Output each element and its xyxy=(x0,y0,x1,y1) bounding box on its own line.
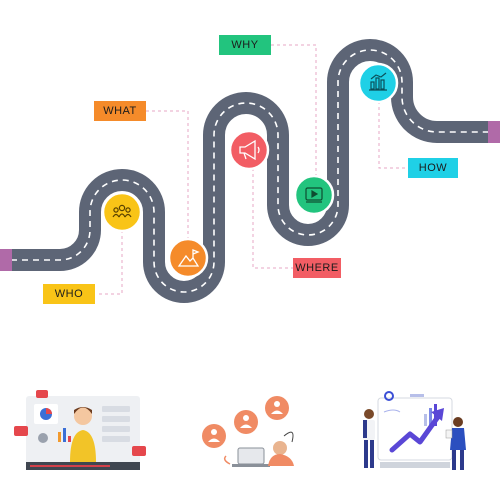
road-end-cap xyxy=(488,121,500,143)
milestone-how xyxy=(357,62,399,104)
how-connector xyxy=(378,101,408,169)
why-connector xyxy=(271,44,317,185)
bar-chart-icon xyxy=(369,72,387,91)
analytics-team-illustration xyxy=(363,391,466,470)
milestone-where xyxy=(228,129,270,171)
road-center-line xyxy=(0,49,500,293)
label-how: HOW xyxy=(408,158,458,178)
label-what: WHAT xyxy=(94,101,146,121)
megaphone-icon xyxy=(239,139,260,161)
milestone-who xyxy=(101,191,143,233)
where-connector xyxy=(252,162,293,269)
video-player-icon xyxy=(305,187,323,203)
road-start-cap xyxy=(0,249,12,271)
what-connector xyxy=(146,110,189,248)
connector-lines xyxy=(96,44,408,295)
road xyxy=(0,39,500,303)
label-who: WHO xyxy=(43,284,95,304)
milestone-why xyxy=(293,174,335,216)
mountain-flag-icon xyxy=(177,249,200,267)
label-where: WHERE xyxy=(293,258,341,278)
label-why: WHY xyxy=(219,35,271,55)
milestone-what xyxy=(167,237,209,279)
team-icon xyxy=(112,204,132,218)
video-presentation-illustration xyxy=(14,390,146,470)
user-network-illustration xyxy=(202,396,294,467)
